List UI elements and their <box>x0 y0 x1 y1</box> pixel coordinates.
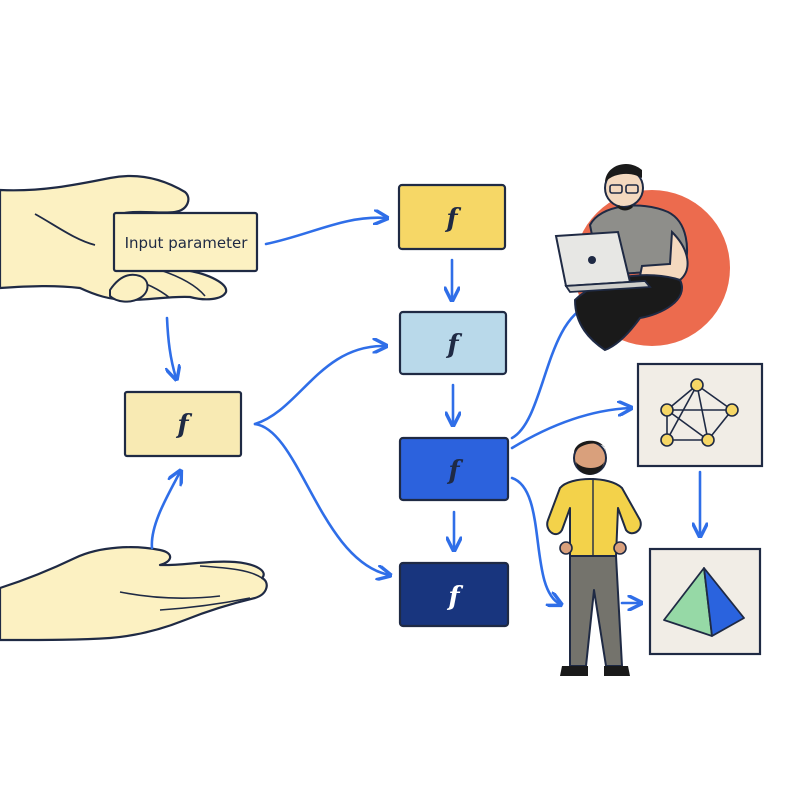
input-parameter-label: Input parameter <box>125 234 249 252</box>
source-function-label: f <box>175 410 192 440</box>
standing-person-illustration <box>546 440 642 676</box>
network-graph-panel <box>636 362 764 468</box>
function-box-3: f <box>398 436 510 502</box>
thumb-icon <box>109 273 149 303</box>
input-parameter-card: Input parameter <box>112 211 259 273</box>
source-function-box: f <box>123 390 243 458</box>
function-box-4-label: f <box>446 582 463 612</box>
function-box-4: f <box>398 561 510 628</box>
arrow-input-to-box1 <box>264 218 386 246</box>
pyramid-icon <box>663 567 745 637</box>
arrow-box3-to-standing-person <box>510 476 560 604</box>
arrow-open-hand-to-source-box <box>150 472 180 550</box>
arrow-hand-to-source-box <box>167 316 176 378</box>
function-box-2: f <box>398 310 508 376</box>
function-box-3-label: f <box>446 456 463 486</box>
pyramid-panel <box>648 547 762 656</box>
arrow-box3-to-graph <box>510 408 630 450</box>
function-box-1: f <box>397 183 507 251</box>
function-box-2-label: f <box>445 330 462 360</box>
arrow-source-to-box2 <box>253 346 385 426</box>
arrow-source-to-box4 <box>253 422 389 575</box>
function-box-1-label: f <box>444 204 461 234</box>
open-hand-receiving-icon <box>0 546 268 642</box>
laptop-user-illustration <box>554 163 730 352</box>
